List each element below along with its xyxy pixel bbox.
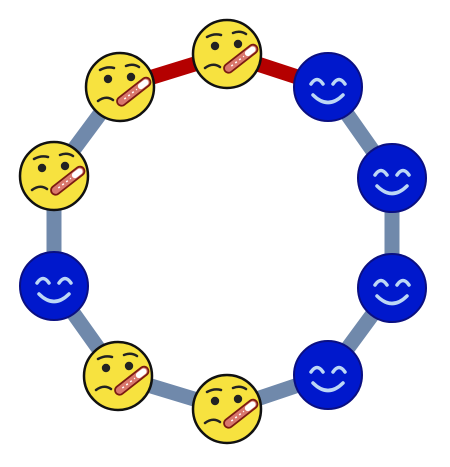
healthy-node-n5 — [293, 340, 363, 410]
sick-node-n6 — [191, 373, 263, 445]
sick-face-thermometer-icon — [82, 340, 154, 412]
sick-face-thermometer-icon — [84, 51, 156, 123]
sick-node-n10 — [84, 51, 156, 123]
smiling-face-icon — [357, 143, 427, 213]
sick-face-thermometer-icon — [191, 373, 263, 445]
sick-face-thermometer-icon — [18, 140, 90, 212]
smiling-face-icon — [19, 251, 89, 321]
healthy-node-n4 — [357, 253, 427, 323]
sick-face-thermometer-icon — [191, 18, 263, 90]
sick-node-n1 — [191, 18, 263, 90]
smiling-face-icon — [357, 253, 427, 323]
healthy-node-n2 — [293, 52, 363, 122]
nodes-layer — [18, 18, 427, 445]
healthy-node-n8 — [19, 251, 89, 321]
smiling-face-icon — [293, 340, 363, 410]
smiling-face-icon — [293, 52, 363, 122]
sick-node-n9 — [18, 140, 90, 212]
healthy-node-n3 — [357, 143, 427, 213]
sick-node-n7 — [82, 340, 154, 412]
